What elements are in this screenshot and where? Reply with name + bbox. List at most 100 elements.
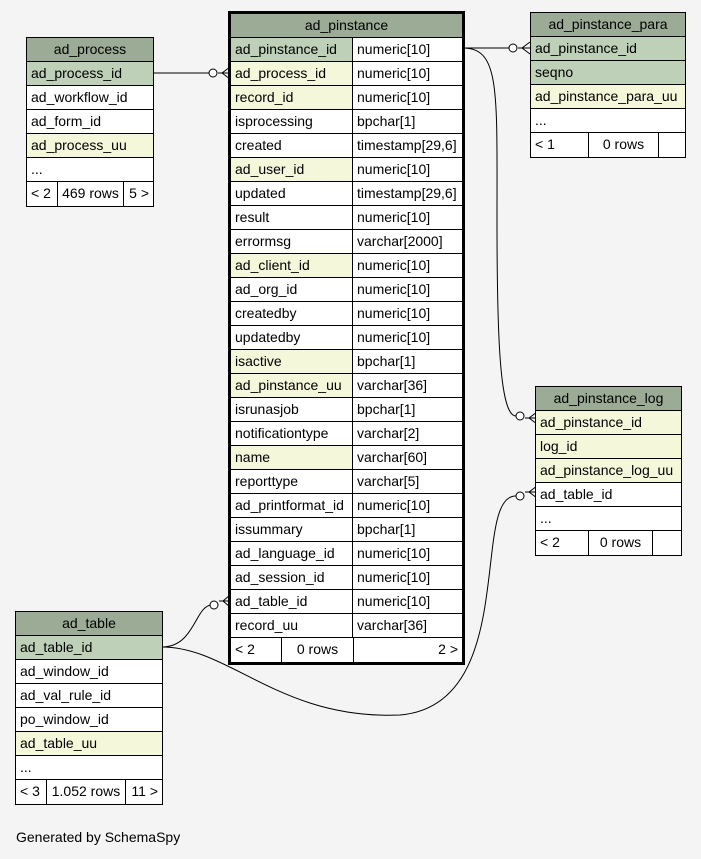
generated-by-label: Generated by SchemaSpy — [16, 829, 181, 845]
column-name: ad_table_uu — [16, 732, 162, 755]
column-name: ad_pinstance_id — [531, 37, 685, 60]
column-name: ad_table_id — [16, 636, 162, 659]
rel-pinstance-para-crowfoot-icon — [518, 41, 531, 55]
column-type: numeric[10] — [352, 254, 462, 277]
column-name: ad_pinstance_id — [536, 411, 681, 434]
row-count: 0 rows — [588, 133, 658, 157]
column-name: createdby — [231, 302, 352, 325]
column-type: timestamp[29,6] — [352, 134, 462, 157]
table-title[interactable]: ad_pinstance_para — [531, 13, 685, 37]
column-row[interactable]: ad_pinstance_id — [531, 37, 685, 61]
column-name: ad_process_id — [27, 62, 153, 85]
column-type: bpchar[1] — [352, 398, 462, 421]
column-name: ad_pinstance_id — [231, 38, 352, 61]
more-columns-row[interactable]: ... — [536, 507, 681, 531]
parents-link[interactable]: < 2 — [235, 641, 255, 657]
column-row[interactable]: ad_val_rule_id — [16, 684, 162, 708]
column-name: ad_window_id — [16, 660, 162, 683]
column-name: updatedby — [231, 326, 352, 349]
column-type: varchar[36] — [352, 614, 462, 637]
parents-link[interactable]: < 1 — [535, 136, 555, 152]
more-columns-row[interactable]: ... — [531, 109, 685, 133]
column-type: numeric[10] — [352, 86, 462, 109]
parents-link[interactable]: < 2 — [540, 534, 560, 550]
rel-table-pinstance — [161, 604, 213, 648]
column-row[interactable]: ad_pinstance_para_uu — [531, 85, 685, 109]
column-row[interactable]: ad_table_uu — [16, 732, 162, 756]
column-row[interactable]: ad_pinstance_id — [536, 411, 681, 435]
column-name: ad_process_uu — [27, 134, 153, 157]
column-row[interactable]: ad_window_id — [16, 660, 162, 684]
column-name: result — [231, 206, 352, 229]
rel-table-log-optional-icon — [515, 491, 525, 501]
children-link[interactable]: 11 > — [125, 780, 162, 804]
row-count: 0 rows — [588, 531, 652, 555]
column-type: numeric[10] — [352, 278, 462, 301]
column-name: ad_process_id — [231, 62, 352, 85]
children-link[interactable] — [658, 133, 685, 157]
column-name: ad_val_rule_id — [16, 684, 162, 707]
column-row[interactable]: ad_table_id — [16, 636, 162, 660]
parents-link[interactable]: < 2 — [31, 185, 51, 201]
more-columns-row[interactable]: ... — [27, 158, 153, 182]
column-type: bpchar[1] — [352, 518, 462, 541]
column-name: ad_language_id — [231, 542, 352, 565]
column-row[interactable]: ad_table_id — [536, 483, 681, 507]
column-row[interactable]: ad_workflow_id — [27, 86, 153, 110]
column-row[interactable]: ad_form_id — [27, 110, 153, 134]
table-title[interactable]: ad_pinstance — [231, 14, 462, 38]
column-type: numeric[10] — [352, 590, 462, 613]
parents-link[interactable]: < 3 — [20, 783, 40, 799]
children-link[interactable] — [652, 531, 681, 555]
column-row[interactable]: ad_pinstance_log_uu — [536, 459, 681, 483]
column-name: created — [231, 134, 352, 157]
column-row[interactable]: log_id — [536, 435, 681, 459]
table-title[interactable]: ad_pinstance_log — [536, 387, 681, 411]
children-link[interactable]: 2 > — [353, 638, 462, 662]
table-title[interactable]: ad_process — [27, 38, 153, 62]
column-name: ad_workflow_id — [27, 86, 153, 109]
table-title[interactable]: ad_table — [16, 612, 162, 636]
column-row[interactable]: po_window_id — [16, 708, 162, 732]
column-row[interactable]: ad_process_uu — [27, 134, 153, 158]
rel-pinstance-para-optional-icon — [508, 43, 518, 53]
column-row[interactable]: seqno — [531, 61, 685, 85]
column-type: varchar[36] — [352, 374, 462, 397]
column-row[interactable]: ad_process_id — [27, 62, 153, 86]
more-columns-row[interactable]: ... — [16, 756, 162, 780]
column-name: ad_org_id — [231, 278, 352, 301]
children-link[interactable]: 5 > — [123, 182, 153, 206]
